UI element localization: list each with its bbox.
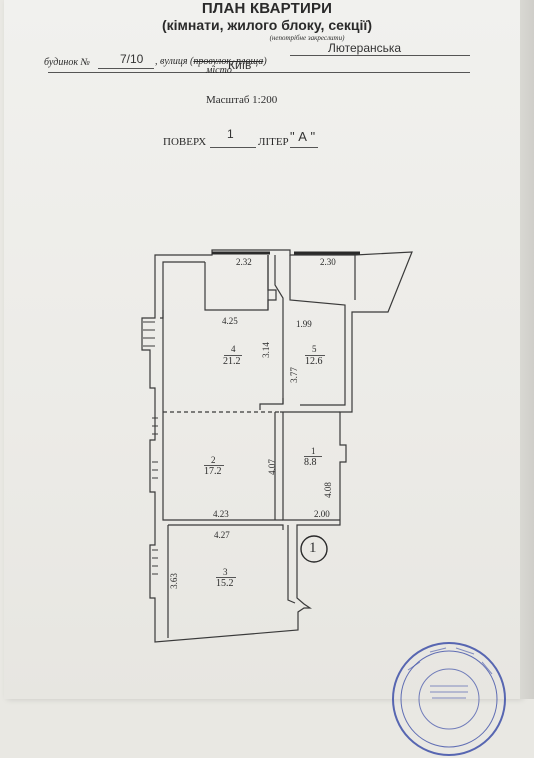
dim-room1-width: 2.00 — [314, 509, 330, 519]
room4-number: 4 — [231, 344, 236, 354]
room1-number: 1 — [311, 446, 316, 456]
strike-note: (непотрібне закреслити) — [269, 34, 345, 42]
page-title: ПЛАН КВАРТИРИ — [201, 0, 333, 17]
floor-label: ПОВЕРХ — [163, 136, 207, 148]
room1-wall — [282, 412, 340, 521]
room5-divider — [305, 355, 325, 356]
floor-value: 1 — [227, 127, 234, 141]
room4-door — [267, 255, 277, 310]
address-line-2 — [48, 72, 470, 73]
room3-divider — [216, 577, 236, 578]
room5-wall — [289, 255, 346, 406]
room4-divider — [224, 355, 242, 356]
partition-4-5 — [259, 255, 284, 410]
room5-number: 5 — [312, 344, 317, 354]
page-subtitle: (кімнати, жилого блоку, секції) — [161, 17, 373, 33]
building-number: 7/10 — [120, 52, 144, 66]
letter-underline — [290, 147, 318, 148]
street-label: , вулиця (провулок, площа) — [155, 56, 267, 67]
stamp-seal — [392, 642, 506, 756]
dim-room4-height: 3.14 — [260, 342, 271, 358]
scale-text: Масштаб 1:200 — [206, 94, 278, 106]
city-label: місто — [206, 65, 232, 76]
room2-number: 2 — [211, 455, 216, 465]
dim-room5-height: 3.77 — [288, 367, 299, 383]
dim-room2-width: 4.23 — [213, 509, 229, 519]
room5-area: 12.6 — [305, 356, 323, 367]
room1-area: 8.8 — [304, 457, 317, 468]
page-edge — [520, 0, 534, 699]
window-hatch — [143, 321, 158, 575]
dim-room1-height: 4.08 — [322, 482, 333, 498]
dim-room3-width: 4.27 — [214, 530, 230, 540]
city-name: Київ — [228, 58, 252, 72]
dim-room5-width: 1.99 — [296, 319, 312, 329]
floor-plan — [141, 249, 413, 643]
entrance-number: 1 — [309, 540, 317, 556]
dim-top-right: 2.30 — [320, 257, 336, 267]
room2-divider — [204, 465, 224, 466]
room4-wall-a — [160, 261, 205, 319]
dim-room4-width: 4.25 — [222, 316, 238, 326]
room2-area: 17.2 — [204, 466, 222, 477]
letter-value: " А " — [290, 129, 316, 144]
room3-right — [287, 525, 296, 604]
room3-area: 15.2 — [216, 578, 234, 589]
outer-wall — [141, 249, 413, 643]
room1-divider — [304, 456, 322, 457]
room3-top — [168, 524, 284, 530]
letter-label: ЛІТЕР — [258, 136, 289, 148]
street-underline — [290, 55, 470, 56]
building-underline — [98, 68, 154, 69]
room2-wall — [162, 310, 283, 521]
document-sheet — [4, 0, 520, 699]
entrance-circle — [300, 535, 328, 563]
room3-number: 3 — [223, 567, 228, 577]
floor-underline — [210, 147, 256, 148]
inner-ghost — [160, 262, 205, 310]
building-label: будинок № — [44, 57, 90, 68]
dim-room2-height: 4.07 — [266, 459, 277, 475]
room4-area: 21.2 — [223, 356, 241, 367]
dim-top-left: 2.32 — [236, 257, 252, 267]
street-name: Лютеранська — [328, 41, 402, 55]
dim-room3-height: 3.63 — [168, 573, 179, 589]
